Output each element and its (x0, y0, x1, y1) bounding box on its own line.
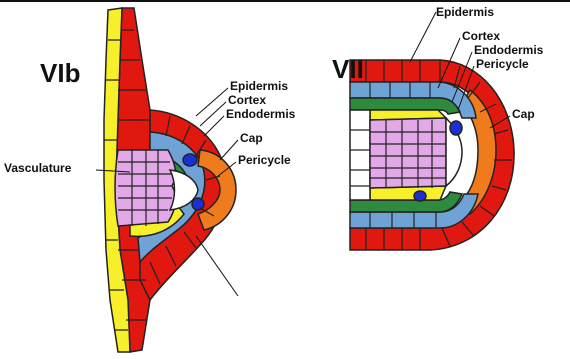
vib-label-pericycle: Pericycle (238, 153, 291, 167)
panel-vib: VIb Epidermis Cortex Endodermis Cap Peri… (4, 8, 296, 352)
vib-label-cortex: Cortex (228, 93, 266, 107)
vii-label-cortex: Cortex (462, 29, 500, 43)
vii-label-endodermis: Endodermis (474, 43, 544, 57)
vii-label-pericycle: Pericycle (476, 57, 529, 71)
vib-blue-cell-upper (183, 154, 197, 166)
vii-blue-cell-lower (414, 191, 426, 201)
vii-stage-title: VII (332, 54, 364, 84)
panel-vii: VII Epidermis Cortex Endodermis Pericycl… (332, 5, 544, 250)
vib-label-cap: Cap (240, 131, 263, 145)
vib-blue-cell-lower (192, 198, 204, 210)
vib-label-endodermis: Endodermis (226, 107, 296, 121)
vii-label-epidermis: Epidermis (436, 5, 494, 19)
vib-label-vasculature: Vasculature (4, 161, 72, 175)
vib-label-epidermis: Epidermis (230, 79, 288, 93)
vii-blue-cell-upper (450, 121, 462, 135)
vib-stage-title: VIb (40, 58, 80, 88)
vii-label-cap: Cap (512, 107, 535, 121)
